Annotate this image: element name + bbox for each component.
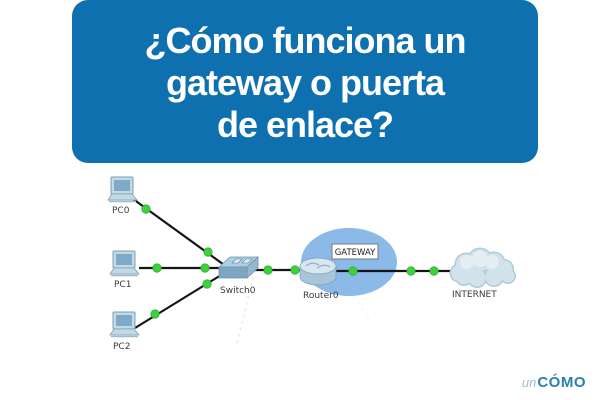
page-title-line-1: ¿Cómo funciona un (144, 19, 467, 61)
node-label-pc0: PC0 (112, 206, 130, 216)
gateway-callout: GATEWAY (331, 243, 379, 260)
pc-icon (107, 176, 138, 203)
gateway-label: GATEWAY (335, 248, 376, 258)
page-title-line-2: gateway o puerta (165, 61, 445, 103)
pc-icon (109, 250, 140, 277)
port-dot (141, 204, 151, 214)
port-dot (203, 247, 213, 257)
node-label-pc1: PC1 (114, 280, 131, 290)
faint-dashed-line (354, 296, 372, 323)
node-label-internet: INTERNET (452, 290, 497, 300)
port-dot (202, 279, 212, 289)
port-dot (150, 309, 160, 319)
uncomo-logo: un CÓMO (522, 374, 586, 391)
node-label-router0: Router0 (303, 291, 339, 301)
node-label-switch0: Switch0 (220, 286, 256, 296)
pc-icon (109, 311, 140, 338)
faint-dashed-line (236, 276, 254, 344)
brand-name: CÓMO (537, 374, 586, 391)
brand-prefix: un (521, 375, 537, 390)
port-dot (429, 266, 439, 276)
node-label-pc2: PC2 (113, 342, 130, 352)
switch-icon (217, 256, 260, 279)
port-dot (200, 263, 210, 273)
port-dot (406, 266, 416, 276)
port-dot (290, 265, 300, 275)
link-pc2-switch (134, 271, 227, 329)
internet-cloud-icon (449, 247, 516, 288)
page-title-line-3: de enlace? (216, 103, 394, 145)
port-dot (152, 263, 162, 273)
cable-links (132, 198, 459, 329)
title-banner: ¿Cómo funciona un gateway o puerta de en… (72, 0, 538, 163)
router-icon (299, 257, 337, 286)
port-dot (263, 265, 273, 275)
port-dot (348, 266, 358, 276)
port-status-dots (141, 204, 439, 319)
